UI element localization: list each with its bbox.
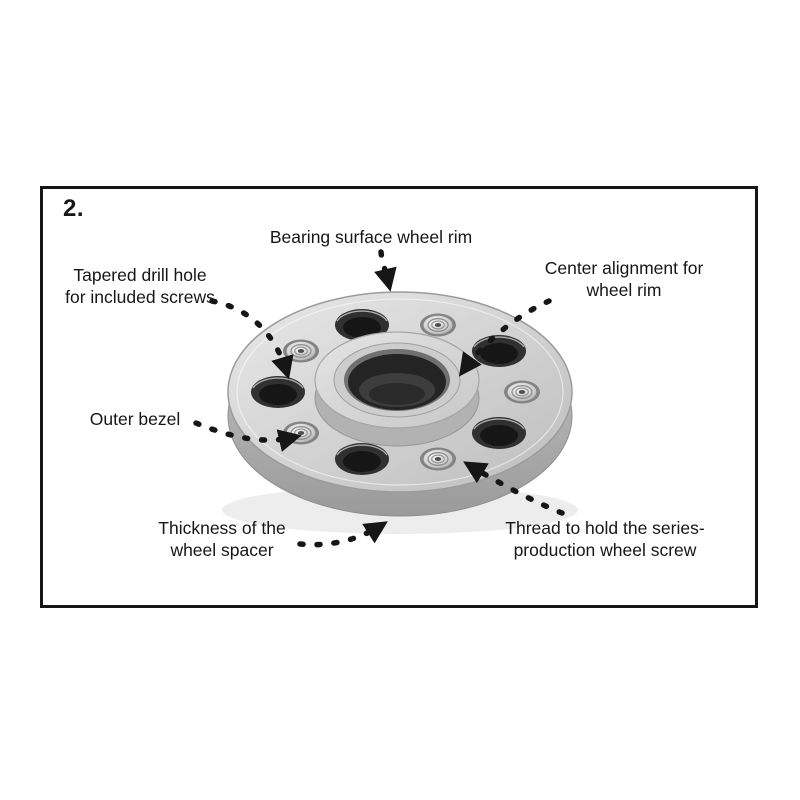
diagram-frame: 2. <box>40 186 758 608</box>
counterbore-hole <box>472 335 526 367</box>
wheel-spacer-illustration <box>193 249 578 548</box>
center-bore <box>344 349 450 411</box>
label-bearing-surface: Bearing surface wheel rim <box>269 227 473 247</box>
threaded-hole <box>283 339 319 363</box>
threaded-hole <box>420 313 456 337</box>
threaded-hole <box>420 447 456 471</box>
arrow-thread <box>463 461 565 516</box>
threaded-hole <box>283 421 319 445</box>
threaded-hole <box>504 380 540 404</box>
annotation-arrows <box>193 249 565 548</box>
arrow-bearing-surface <box>374 249 397 292</box>
label-thickness: Thickness of the wheel spacer <box>158 518 286 560</box>
step-number: 2. <box>63 195 85 222</box>
counterbore-hole <box>251 376 305 408</box>
counterbore-hole <box>335 443 389 475</box>
counterbore-holes <box>251 309 526 475</box>
arrow-center-alignment <box>458 298 552 377</box>
label-thread: Thread to hold the series-production whe… <box>505 518 705 560</box>
spacer-hub <box>314 331 480 447</box>
label-tapered-drill-hole: Tapered drill hole for included screws <box>65 265 215 307</box>
arrow-outer-bezel <box>193 420 302 452</box>
arrow-tapered-drill-hole <box>209 298 294 380</box>
label-center-alignment: Center alignment for wheel rim <box>544 258 704 300</box>
label-outer-bezel: Outer bezel <box>89 409 181 429</box>
counterbore-hole <box>472 417 526 449</box>
